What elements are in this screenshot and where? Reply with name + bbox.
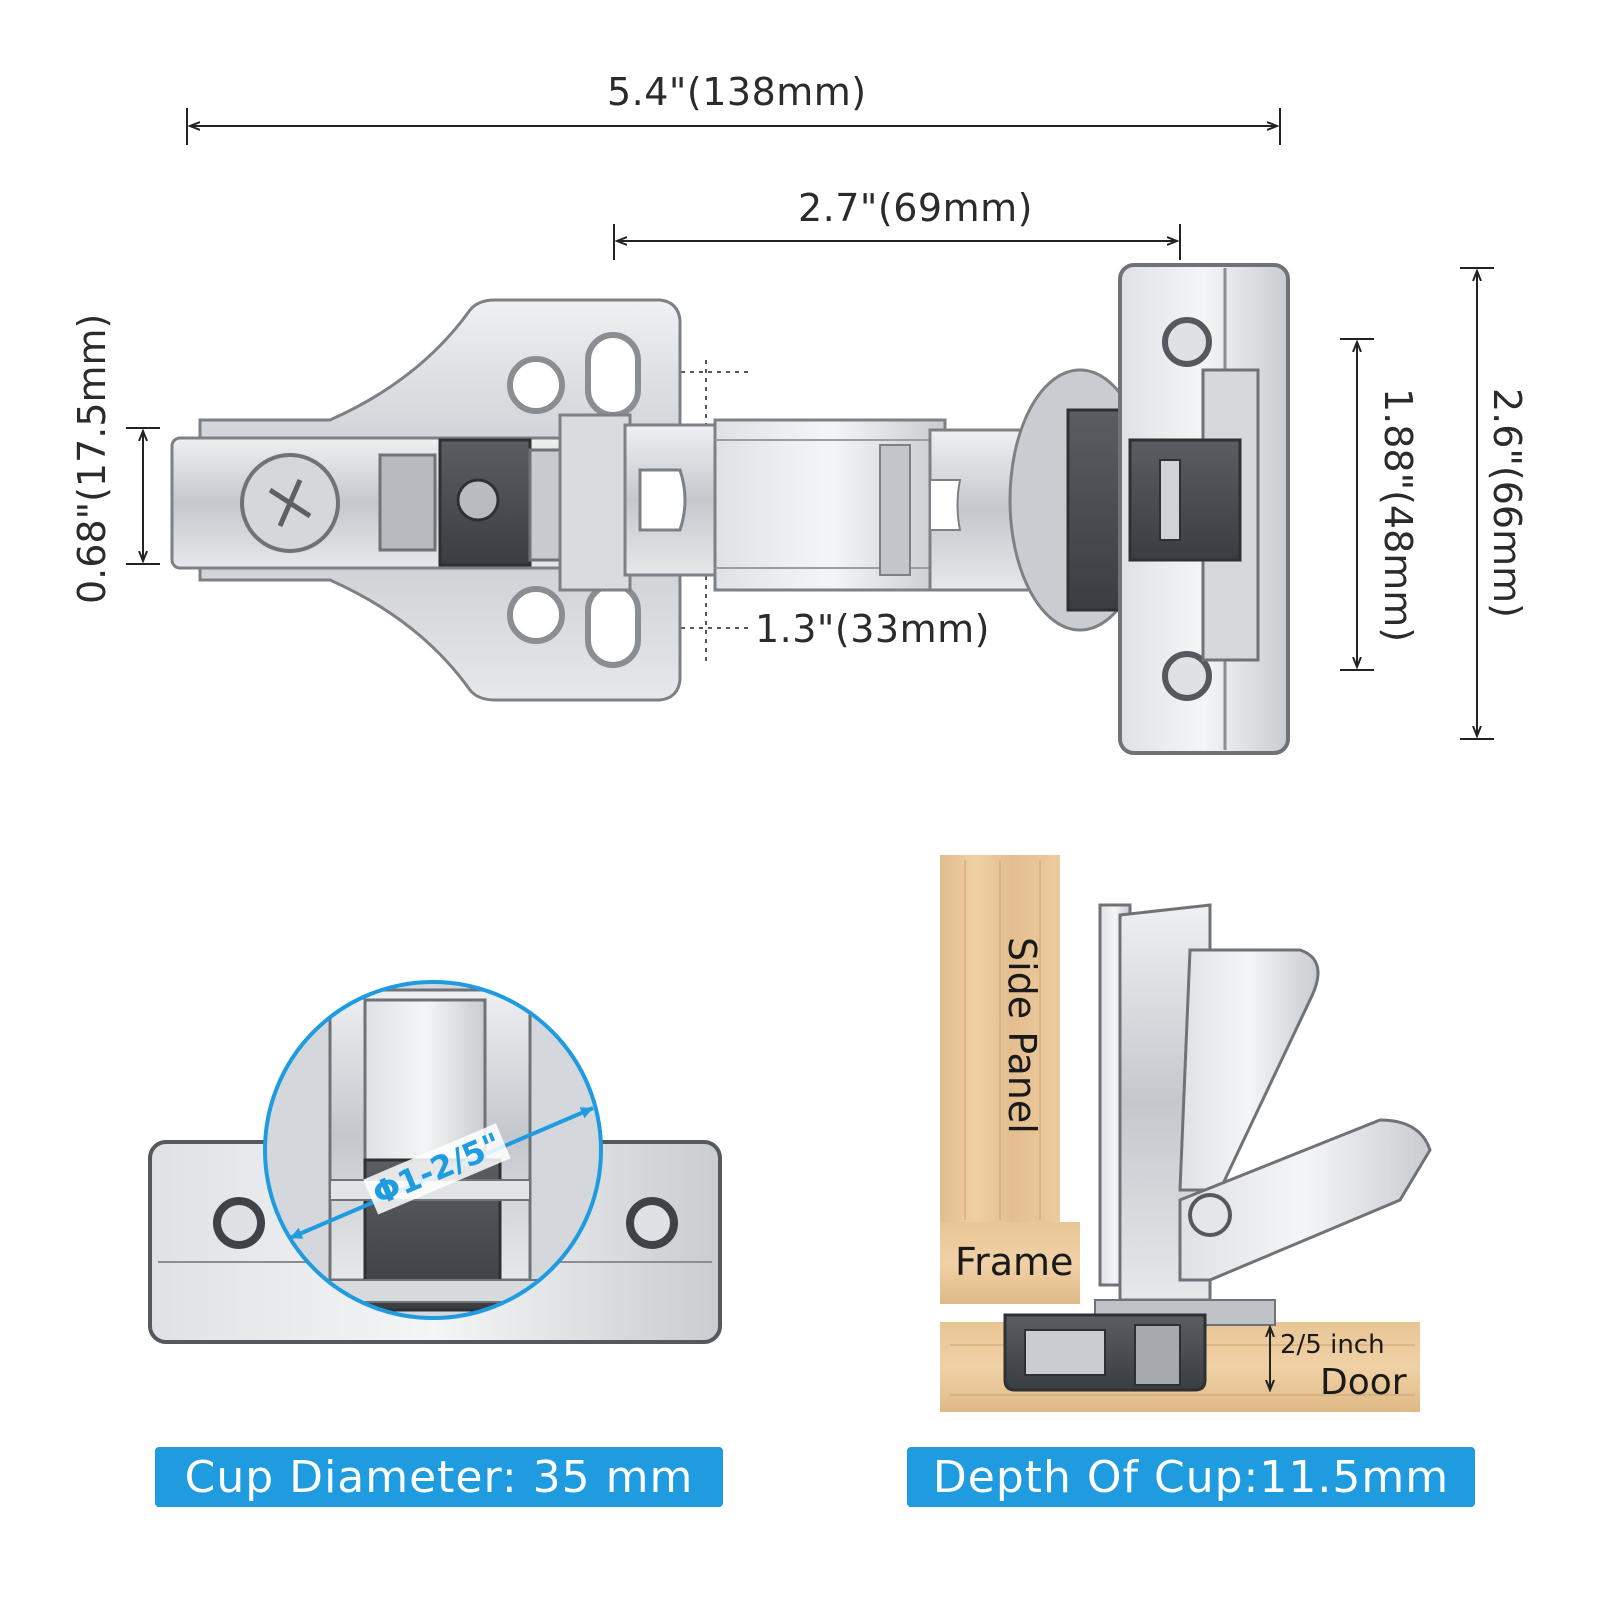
installation-diagram [940,855,1432,1412]
side-panel-label: Side Panel [1000,937,1044,1134]
hole-spacing-label: 1.3"(33mm) [755,607,990,651]
hinge-arm [170,413,1097,592]
door-label: Door [1320,1362,1407,1403]
overall-length-label: 5.4"(138mm) [607,70,867,114]
arm-length-label: 2.7"(69mm) [798,186,1033,230]
cup-depth-label: 2/5 inch [1280,1330,1385,1360]
hinge-cup-plate [1008,263,1290,755]
plate-hole-spacing-label: 1.88"(48mm) [1376,388,1420,643]
arm-height-label: 0.68"(17.5mm) [70,313,114,604]
cup-diameter-caption: Cup Diameter: 35 mm [155,1447,723,1507]
plate-height-label: 2.6"(66mm) [1485,388,1529,618]
frame-label: Frame [955,1240,1074,1284]
dimension-lines [126,108,1494,740]
cup-depth-caption: Depth Of Cup:11.5mm [907,1447,1475,1507]
